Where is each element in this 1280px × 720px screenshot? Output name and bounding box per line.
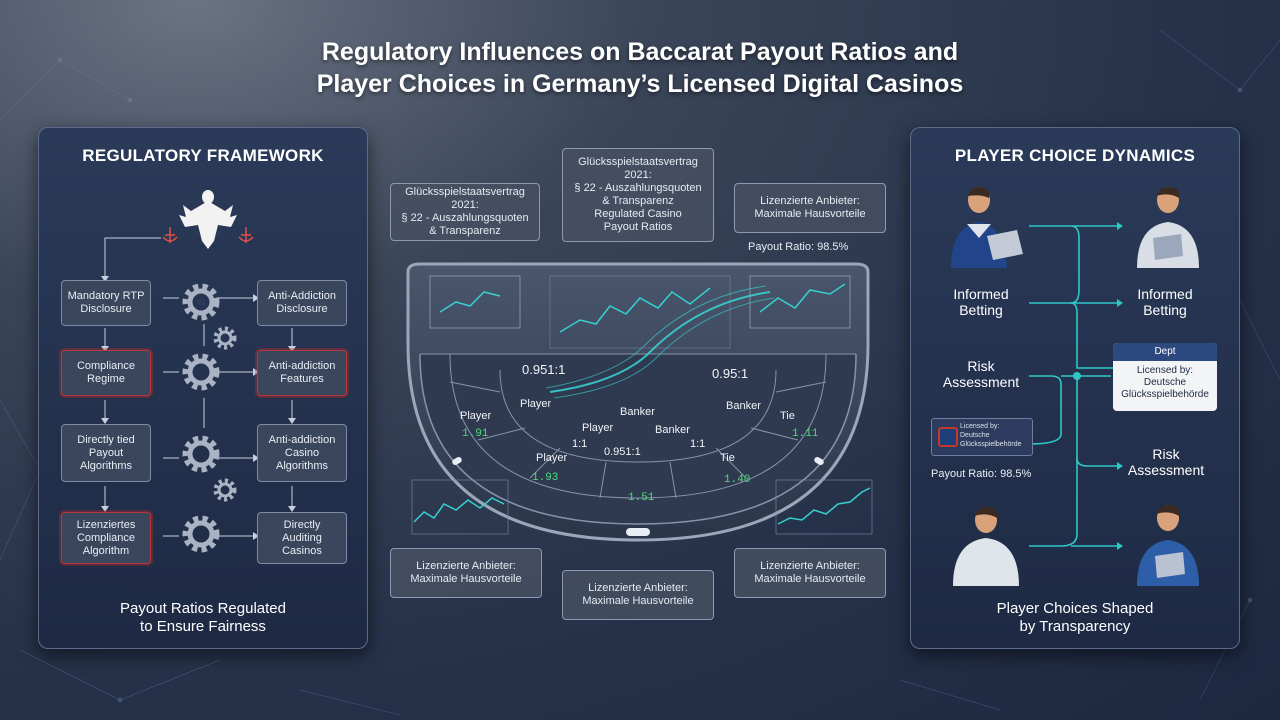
table-label-odds-a: 1:1 — [572, 438, 588, 450]
eu-badge-icon — [938, 427, 958, 447]
framework-arrows — [101, 237, 296, 540]
compliance-regime-box: Compliance Regime — [61, 350, 151, 396]
callout-bottom-left: Lizenzierte Anbieter: Maximale Hausvorte… — [390, 548, 542, 598]
person-tablet-icon — [1137, 187, 1199, 268]
table-label-player-4: Player — [536, 452, 568, 464]
table-label-odds-right: 0.95:1 — [712, 366, 749, 381]
callout-bottom-right: Lizenzierte Anbieter: Maximale Hausvorte… — [734, 548, 886, 598]
title-line-2: Player Choices in Germany’s Licensed Dig… — [316, 70, 964, 98]
trend-chart-bottom-left — [411, 479, 509, 535]
person-hoodie-icon — [953, 507, 1019, 586]
table-label-tie: Tie — [720, 452, 735, 464]
callout-top-center: Glücksspielstaatsvertrag 2021: § 22 - Au… — [562, 148, 714, 242]
informed-betting-left: Informed Betting — [953, 286, 1009, 318]
regulatory-framework-panel: REGULATORY FRAMEWORK — [38, 127, 368, 649]
gear-icon — [182, 353, 220, 391]
gear-small-icon — [213, 326, 237, 350]
player-choice-footer: Player Choices Shaped by Transparency — [996, 600, 1154, 635]
person-laptop-icon — [951, 187, 1023, 268]
payout-ratio-label: Payout Ratio: 98.5% — [931, 468, 1032, 480]
table-value-1: 1.91 — [462, 428, 489, 440]
payout-ratio-top-label: Payout Ratio: 98.5% — [748, 241, 849, 253]
risk-assessment-right: Risk Assessment — [1127, 446, 1205, 478]
regulatory-framework-title: REGULATORY FRAMEWORK — [82, 146, 324, 165]
table-label-banker: Banker — [620, 406, 655, 418]
player-choice-title: PLAYER CHOICE DYNAMICS — [954, 146, 1196, 165]
table-value-4: 1.40 — [724, 474, 751, 486]
table-label-tie-2: Tie — [780, 410, 795, 422]
mandatory-rtp-disclosure-box: Mandatory RTP Disclosure — [61, 280, 151, 326]
table-value-5: 1.11 — [792, 428, 819, 440]
eagle-scales-icon — [162, 190, 254, 249]
risk-assessment-left: Risk Assessment — [942, 358, 1020, 390]
casino-algorithms-box: Anti-addiction Casino Algorithms — [257, 424, 347, 482]
gear-icon — [182, 435, 220, 473]
license-card: Dept Licensed by: Deutsche Glücksspielbe… — [1113, 343, 1217, 411]
table-label-player-3: Player — [460, 410, 492, 422]
table-label-player-2: Player — [582, 422, 614, 434]
player-choice-panel: PLAYER CHOICE DYNAMICS — [910, 127, 1240, 649]
table-label-odds-b: 0.951:1 — [604, 446, 641, 458]
compliance-algorithm-box: Lizenziertes Compliance Algorithm — [61, 512, 151, 564]
anti-addiction-features-box: Anti-addiction Features — [257, 350, 347, 396]
gear-icon — [182, 515, 220, 553]
table-label-banker-2: Banker — [655, 424, 690, 436]
small-license-card: Licensed by: Deutsche Glücksspielbehörde — [931, 418, 1033, 456]
table-label-odds-left: 0.951:1 — [522, 362, 566, 377]
table-value-3: 1.51 — [628, 492, 655, 504]
table-value-2: 1.93 — [532, 472, 559, 484]
regulatory-footer: Payout Ratios Regulated to Ensure Fairne… — [120, 600, 286, 635]
callout-top-right: Lizenzierte Anbieter: Maximale Hausvorte… — [734, 183, 886, 233]
table-label-banker-3: Banker — [726, 400, 761, 412]
gear-icon — [182, 283, 220, 321]
flow-lines — [1028, 222, 1123, 550]
person-tablet-blue-icon — [1137, 505, 1199, 586]
table-label-player: Player — [520, 398, 552, 410]
trend-chart-bottom-right — [775, 479, 873, 535]
baccarat-table — [406, 262, 870, 542]
license-card-header: Dept — [1113, 343, 1217, 361]
gear-small-icon — [213, 478, 237, 502]
payout-algorithms-box: Directly tied Payout Algorithms — [61, 424, 151, 482]
auditing-casinos-box: Directly Auditing Casinos — [257, 512, 347, 564]
license-card-body: Licensed by: Deutsche Glücksspielbehörde — [1121, 365, 1209, 400]
table-label-odds-c: 1:1 — [690, 438, 706, 450]
callout-bottom-center: Lizenzierte Anbieter: Maximale Hausvorte… — [562, 570, 714, 620]
anti-addiction-disclosure-box: Anti-Addiction Disclosure — [257, 280, 347, 326]
title-line-1: Regulatory Influences on Baccarat Payout… — [321, 38, 959, 66]
callout-top-left: Glücksspielstaatsvertrag 2021: § 22 - Au… — [390, 183, 540, 241]
small-license-text: Licensed by: Deutsche Glücksspielbehörde — [960, 423, 1022, 448]
informed-betting-right: Informed Betting — [1137, 286, 1193, 318]
page-title: Regulatory Influences on Baccarat Payout… — [0, 36, 1280, 100]
